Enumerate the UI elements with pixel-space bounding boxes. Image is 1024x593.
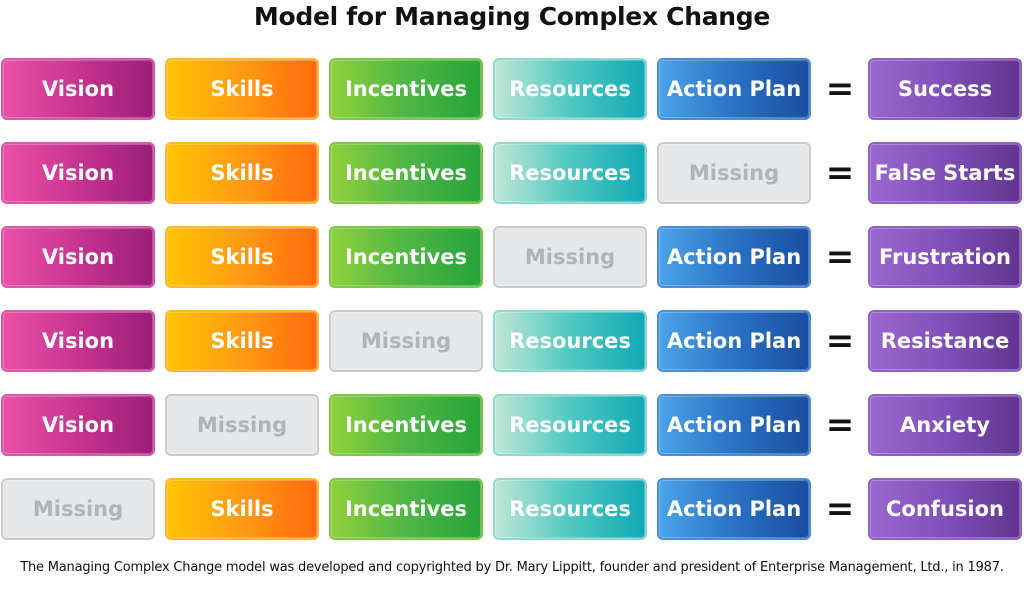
model-row-confusion: Missing Skills Incentives Resources Acti… [0, 478, 1024, 544]
resources-box: Resources [493, 310, 647, 372]
equals-sign: = [825, 405, 855, 445]
result-box-false-starts: False Starts [868, 142, 1022, 204]
result-box-confusion: Confusion [868, 478, 1022, 540]
action-plan-box: Action Plan [657, 58, 811, 120]
incentives-box: Incentives [329, 226, 483, 288]
vision-box: Vision [1, 226, 155, 288]
missing-box: Missing [165, 394, 319, 456]
missing-box: Missing [493, 226, 647, 288]
resources-box: Resources [493, 142, 647, 204]
equals-sign: = [825, 321, 855, 361]
resources-box: Resources [493, 478, 647, 540]
incentives-box: Incentives [329, 394, 483, 456]
vision-box: Vision [1, 394, 155, 456]
model-row-false-starts: Vision Skills Incentives Resources Missi… [0, 142, 1024, 208]
model-row-frustration: Vision Skills Incentives Missing Action … [0, 226, 1024, 292]
equals-sign: = [825, 237, 855, 277]
missing-box: Missing [329, 310, 483, 372]
incentives-box: Incentives [329, 142, 483, 204]
vision-box: Vision [1, 58, 155, 120]
equals-sign: = [825, 153, 855, 193]
missing-box: Missing [657, 142, 811, 204]
vision-box: Vision [1, 310, 155, 372]
equals-sign: = [825, 489, 855, 529]
result-box-success: Success [868, 58, 1022, 120]
result-box-resistance: Resistance [868, 310, 1022, 372]
skills-box: Skills [165, 310, 319, 372]
action-plan-box: Action Plan [657, 394, 811, 456]
missing-box: Missing [1, 478, 155, 540]
incentives-box: Incentives [329, 478, 483, 540]
resources-box: Resources [493, 394, 647, 456]
diagram-title: Model for Managing Complex Change [253, 2, 771, 31]
action-plan-box: Action Plan [657, 310, 811, 372]
skills-box: Skills [165, 142, 319, 204]
resources-box: Resources [493, 58, 647, 120]
model-row-resistance: Vision Skills Missing Resources Action P… [0, 310, 1024, 376]
action-plan-box: Action Plan [657, 478, 811, 540]
skills-box: Skills [165, 478, 319, 540]
skills-box: Skills [165, 226, 319, 288]
result-box-anxiety: Anxiety [868, 394, 1022, 456]
result-box-frustration: Frustration [868, 226, 1022, 288]
model-row-anxiety: Vision Missing Incentives Resources Acti… [0, 394, 1024, 460]
model-row-success: Vision Skills Incentives Resources Actio… [0, 58, 1024, 124]
copyright-footer: The Managing Complex Change model was de… [20, 560, 1004, 575]
action-plan-box: Action Plan [657, 226, 811, 288]
equals-sign: = [825, 69, 855, 109]
vision-box: Vision [1, 142, 155, 204]
incentives-box: Incentives [329, 58, 483, 120]
skills-box: Skills [165, 58, 319, 120]
